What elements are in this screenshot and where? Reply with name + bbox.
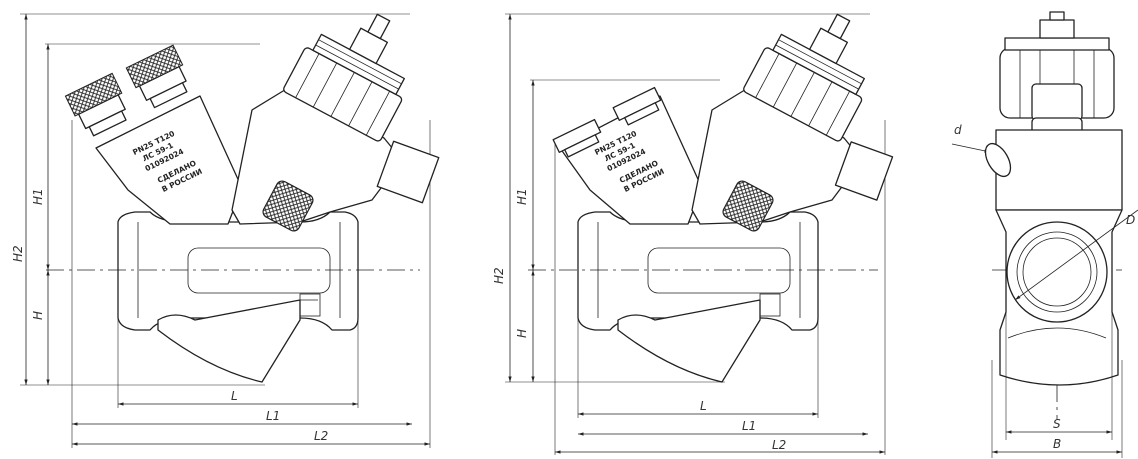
qr-plate xyxy=(262,180,314,232)
upper-plug xyxy=(1031,83,1083,121)
strainer-cap xyxy=(157,299,301,383)
body-inner-channel xyxy=(187,247,331,294)
dim-label-l2: L2 xyxy=(314,429,328,443)
dim-label-l1: L1 xyxy=(266,409,280,423)
thermostatic-head xyxy=(283,13,405,142)
plug-1 xyxy=(552,118,602,158)
valve-view-side: D d S B xyxy=(951,11,1138,458)
bore-outer xyxy=(1006,221,1108,323)
side-plug-2 xyxy=(834,141,894,201)
dim-label-h: H xyxy=(31,311,45,320)
measuring-nipple-2 xyxy=(125,44,188,109)
dim-label-h-2: H xyxy=(515,329,529,338)
thermostatic-head-2 xyxy=(743,13,865,142)
dim-line-d-big xyxy=(1014,209,1138,301)
bore-inner xyxy=(1016,231,1098,313)
dim-label-h1-2: H1 xyxy=(515,188,529,205)
strainer-cap-2 xyxy=(617,299,761,383)
dim-label-l-2: L xyxy=(700,399,707,413)
valve-view-front-with-plugs: H2 H1 H L L1 L2 РN25 T120 ЛС 59-1 0 xyxy=(492,13,894,455)
dim-label-h1: H1 xyxy=(31,188,45,205)
dim-line-d-small xyxy=(951,143,991,153)
dim-label-l2-2: L2 xyxy=(772,438,786,452)
dim-label-h2: H2 xyxy=(11,245,25,262)
measuring-neck xyxy=(95,95,243,225)
dim-label-h2-2: H2 xyxy=(492,267,506,284)
measuring-nipple-1 xyxy=(64,72,127,137)
dim-label-l1-2: L1 xyxy=(742,419,756,433)
dim-label-d-big: D xyxy=(1126,213,1135,227)
dim-label-b: B xyxy=(1053,437,1061,451)
dim-label-d-small: d xyxy=(954,123,962,137)
side-plug xyxy=(376,140,440,204)
valve-view-front-with-nipples: H2 H1 H L L1 L2 xyxy=(11,13,440,448)
measuring-neck-2 xyxy=(559,95,703,225)
qr-plate-2 xyxy=(722,180,774,232)
dim-label-l: L xyxy=(231,389,238,403)
plug-2 xyxy=(612,86,662,126)
dim-label-s: S xyxy=(1053,417,1061,431)
